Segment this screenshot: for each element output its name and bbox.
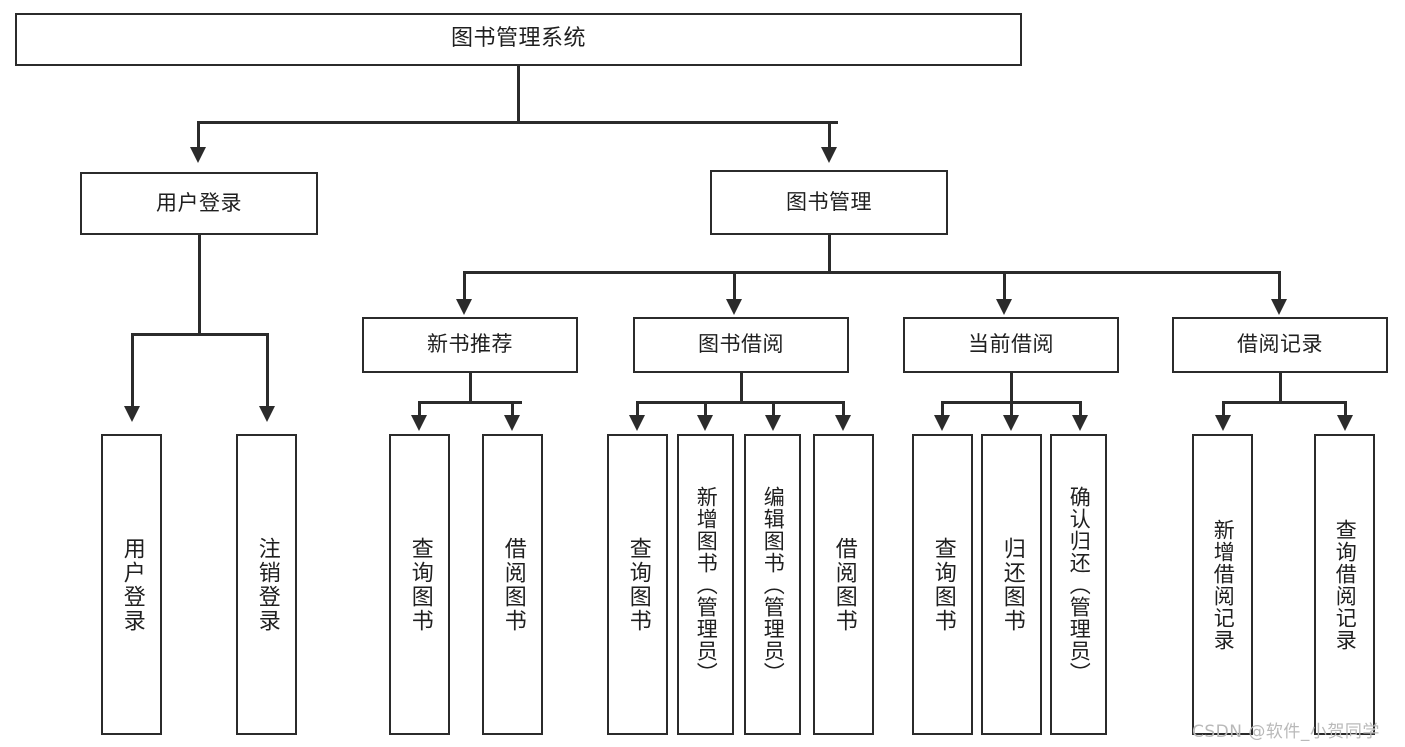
node-label: 借阅记录	[1237, 332, 1323, 357]
arrow-new-book-leaf-2	[504, 415, 520, 431]
connector-book-manage-bus	[463, 271, 1280, 274]
arrow-new-book-leaf-1	[411, 415, 427, 431]
node-label: 确认归还（管理员）	[1067, 485, 1092, 684]
connector-root-bus	[197, 121, 838, 124]
leaf-query-borrow-record[interactable]: 查询借阅记录	[1314, 434, 1375, 735]
connector-book-manage-drop-3	[1003, 271, 1006, 301]
leaf-confirm-return-admin[interactable]: 确认归还（管理员）	[1050, 434, 1107, 735]
connector-user-login-bus	[131, 333, 267, 336]
arrow-current-borrow-leaf-2	[1003, 415, 1019, 431]
connector-borrow-record-drop-1	[1222, 401, 1225, 417]
arrow-to-new-book	[456, 299, 472, 315]
node-user-login[interactable]: 用户登录	[80, 172, 318, 235]
leaf-add-book-admin[interactable]: 新增图书（管理员）	[677, 434, 734, 735]
node-label: 用户登录	[119, 536, 145, 633]
node-label: 编辑图书（管理员）	[761, 485, 786, 684]
connector-borrow-record-drop-2	[1344, 401, 1347, 417]
leaf-add-borrow-record[interactable]: 新增借阅记录	[1192, 434, 1253, 735]
node-label: 注销登录	[254, 536, 280, 633]
node-label: 新增图书（管理员）	[694, 485, 719, 684]
arrow-book-borrow-leaf-1	[629, 415, 645, 431]
connector-new-book-stem	[469, 373, 472, 403]
connector-root-drop-2	[828, 121, 831, 149]
connector-user-login-drop-2	[266, 333, 269, 408]
arrow-borrow-record-leaf-2	[1337, 415, 1353, 431]
node-book-manage[interactable]: 图书管理	[710, 170, 948, 235]
node-label: 图书管理	[786, 189, 872, 214]
connector-root-stem	[517, 66, 520, 122]
node-new-book-recommend[interactable]: 新书推荐	[362, 317, 578, 373]
connector-new-book-bus	[418, 401, 522, 404]
connector-book-manage-drop-4	[1278, 271, 1281, 301]
connector-book-manage-stem	[828, 235, 831, 273]
leaf-logout[interactable]: 注销登录	[236, 434, 297, 735]
arrow-to-current-borrow	[996, 299, 1012, 315]
connector-book-borrow-stem	[740, 373, 743, 403]
node-label: 用户登录	[156, 190, 242, 215]
node-label: 归还图书	[999, 536, 1025, 633]
node-label: 新书推荐	[427, 332, 513, 357]
connector-book-borrow-drop-1	[636, 401, 639, 417]
connector-new-book-drop-1	[418, 401, 421, 417]
node-root-system[interactable]: 图书管理系统	[15, 13, 1022, 66]
connector-book-manage-drop-2	[733, 271, 736, 301]
node-label: 当前借阅	[968, 332, 1054, 357]
connector-current-borrow-stem	[1010, 373, 1013, 403]
connector-borrow-record-bus	[1222, 401, 1346, 404]
leaf-query-book-borrow[interactable]: 查询图书	[607, 434, 668, 735]
arrow-current-borrow-leaf-1	[934, 415, 950, 431]
connector-book-borrow-bus	[636, 401, 844, 404]
arrow-borrow-record-leaf-1	[1215, 415, 1231, 431]
node-label: 借阅图书	[500, 536, 526, 633]
node-label: 借阅图书	[831, 536, 857, 633]
arrow-user-login-leaf-2	[259, 406, 275, 422]
node-label: 新增借阅记录	[1211, 518, 1236, 651]
arrow-user-login-leaf-1	[124, 406, 140, 422]
arrow-to-book-manage	[821, 147, 837, 163]
connector-root-drop-1	[197, 121, 200, 149]
node-current-borrow[interactable]: 当前借阅	[903, 317, 1119, 373]
arrow-current-borrow-leaf-3	[1072, 415, 1088, 431]
connector-book-borrow-drop-3	[772, 401, 775, 417]
arrow-to-borrow-record	[1271, 299, 1287, 315]
connector-book-borrow-drop-4	[842, 401, 845, 417]
node-label: 查询图书	[625, 536, 651, 633]
arrow-book-borrow-leaf-2	[697, 415, 713, 431]
node-label: 查询借阅记录	[1333, 518, 1358, 651]
connector-user-login-stem	[198, 235, 201, 335]
leaf-borrow-book[interactable]: 借阅图书	[813, 434, 874, 735]
leaf-edit-book-admin[interactable]: 编辑图书（管理员）	[744, 434, 801, 735]
arrow-book-borrow-leaf-4	[835, 415, 851, 431]
leaf-query-book-current[interactable]: 查询图书	[912, 434, 973, 735]
connector-current-borrow-drop-1	[941, 401, 944, 417]
connector-borrow-record-stem	[1279, 373, 1282, 403]
arrow-book-borrow-leaf-3	[765, 415, 781, 431]
node-borrow-record[interactable]: 借阅记录	[1172, 317, 1388, 373]
connector-book-manage-drop-1	[463, 271, 466, 301]
connector-current-borrow-drop-3	[1079, 401, 1082, 417]
leaf-user-login[interactable]: 用户登录	[101, 434, 162, 735]
connector-book-borrow-drop-2	[704, 401, 707, 417]
leaf-return-book[interactable]: 归还图书	[981, 434, 1042, 735]
node-label: 查询图书	[407, 536, 433, 633]
leaf-borrow-book-recommend[interactable]: 借阅图书	[482, 434, 543, 735]
leaf-query-book-recommend[interactable]: 查询图书	[389, 434, 450, 735]
connector-user-login-drop-1	[131, 333, 134, 408]
arrow-to-user-login	[190, 147, 206, 163]
node-label: 查询图书	[930, 536, 956, 633]
node-label: 图书管理系统	[450, 26, 586, 52]
node-book-borrow[interactable]: 图书借阅	[633, 317, 849, 373]
node-label: 图书借阅	[698, 332, 784, 357]
connector-new-book-drop-2	[511, 401, 514, 417]
connector-current-borrow-drop-2	[1010, 401, 1013, 417]
arrow-to-book-borrow	[726, 299, 742, 315]
